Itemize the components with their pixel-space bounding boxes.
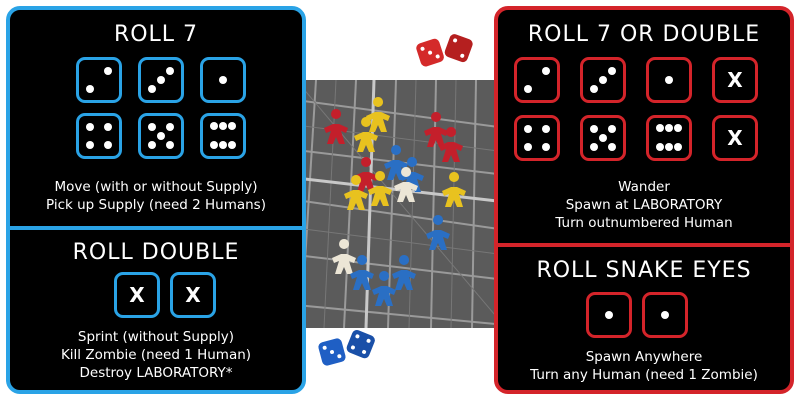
die-face-5 [138,113,184,159]
yellow-meeple[interactable] [366,97,390,132]
die-pip [605,311,613,319]
action-spawn-anywhere: Spawn Anywhere [585,349,703,365]
die-face-3 [138,57,184,103]
roll7-actions: Move (with or without Supply) Pick up Su… [10,178,302,214]
die-pip [103,67,112,76]
roll-double-title: ROLL DOUBLE [72,240,240,265]
die-pip [541,67,550,76]
die-pip [673,124,682,133]
action-turn-outnumbered-human: Turn outnumbered Human [555,215,733,231]
die-pip [524,84,533,93]
die-pip [590,84,599,93]
die-pip [165,67,174,76]
action-kill-zombie: Kill Zombie (need 1 Human) [60,347,252,363]
die-pip [524,125,533,134]
die-face-1 [642,292,688,338]
human-actions-panel: ROLL 7 Move (with or without Supply) Pic… [6,6,306,394]
die-face-5 [580,115,626,161]
die-pip [665,142,673,151]
die-x: X [114,272,160,318]
die-pip [219,140,227,149]
die-face-1 [200,57,246,103]
action-turn-any-human: Turn any Human (need 1 Zombie) [530,367,758,383]
die-pip [210,140,219,149]
die-pip [599,134,607,142]
die-pip [524,142,533,151]
die-x: X [170,272,216,318]
die-pip [665,76,673,84]
meeple-layer [324,97,466,306]
die-face-4 [76,113,122,159]
die-face-1 [646,57,692,103]
die-pip [661,311,669,319]
white-meeple[interactable] [332,239,356,274]
die-pip [103,140,112,149]
blue-dice-pair[interactable] [316,326,380,372]
die-face-2 [76,57,122,103]
blue-meeple[interactable] [372,271,396,306]
die-pip [157,132,165,140]
die-pip [210,122,219,131]
die-pip [607,67,616,76]
die-pip [227,140,236,149]
die-pip [157,76,165,84]
die-face-4 [514,115,560,161]
action-wander: Wander [618,179,670,195]
action-move: Move (with or without Supply) [54,179,258,195]
die-pip [165,123,174,132]
panel-divider [10,226,302,230]
die-x: X [712,115,758,161]
roll-double-actions: Sprint (without Supply) Kill Zombie (nee… [10,328,302,382]
die-pip [665,124,673,133]
die-face-1 [586,292,632,338]
snake-eyes-actions: Spawn Anywhere Turn any Human (need 1 Zo… [498,348,790,384]
die-pip [590,142,599,151]
die-pip [656,142,665,151]
die-pip [227,122,236,131]
die-face-6 [200,113,246,159]
red-meeple[interactable] [424,112,448,147]
die-pip [541,125,550,134]
die-pip [590,125,599,134]
red-meeple[interactable] [354,157,378,192]
die-pip [656,124,665,133]
snake-eyes-title: ROLL SNAKE EYES [536,258,752,283]
die-face-6 [646,115,692,161]
die-pip [148,140,157,149]
die-pip [599,76,607,84]
action-destroy-laboratory: Destroy LABORATORY* [79,365,233,381]
die-face-2 [514,57,560,103]
die-x: X [712,57,758,103]
blue-meeple[interactable] [392,255,416,290]
roll7-title: ROLL 7 [113,22,199,47]
roll7-or-double-actions: Wander Spawn at LABORATORY Turn outnumbe… [498,178,790,232]
die-pip [86,123,95,132]
red-meeple[interactable] [324,109,348,144]
die-pip [673,142,682,151]
die-pip [541,142,550,151]
panel-divider [498,243,790,247]
roll7-or-double-title: ROLL 7 OR DOUBLE [527,22,761,47]
die-pip [165,140,174,149]
die-pip [607,142,616,151]
blue-meeple[interactable] [426,215,450,250]
die-pip [148,84,157,93]
die-pip [86,140,95,149]
die-pip [219,122,227,131]
action-sprint: Sprint (without Supply) [77,329,235,345]
action-pick-up-supply: Pick up Supply (need 2 Humans) [45,197,266,213]
die-pip [103,123,112,132]
die-pip [607,125,616,134]
die-pip [219,76,227,84]
die-pip [148,123,157,132]
action-spawn-at-laboratory: Spawn at LABORATORY [565,197,723,213]
red-dice-pair[interactable] [414,30,476,78]
yellow-meeple[interactable] [442,172,466,207]
zombie-actions-panel: ROLL 7 OR DOUBLE X X Wander Spawn at LAB… [494,6,794,394]
die-face-3 [580,57,626,103]
die-pip [86,84,95,93]
